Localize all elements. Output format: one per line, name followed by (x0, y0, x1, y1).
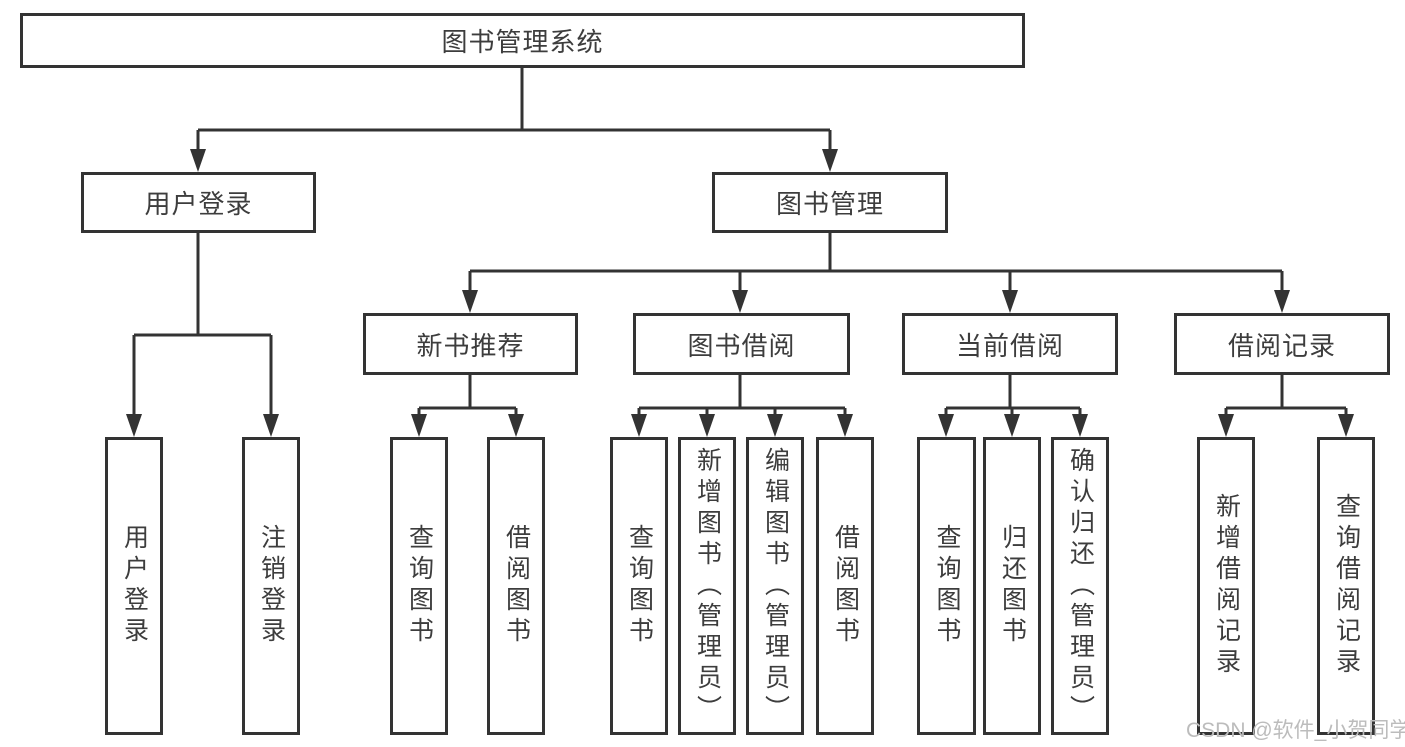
leaf-add-borrow-record: 新增借阅记录 (1197, 437, 1255, 735)
leaf-add-books-admin: 新增图书（管理员） (678, 437, 736, 735)
node-label: 用户登录 (120, 524, 149, 648)
node-label: 新书推荐 (416, 330, 525, 361)
node-root: 图书管理系统 (20, 13, 1025, 68)
node-book-management: 图书管理 (712, 172, 948, 233)
node-label: 借阅图书 (831, 524, 860, 648)
node-label: 新增图书（管理员） (693, 446, 722, 726)
node-label: 查询图书 (625, 524, 654, 648)
node-label: 借阅图书 (502, 524, 531, 648)
leaf-edit-books-admin: 编辑图书（管理员） (746, 437, 804, 735)
leaf-user-login: 用户登录 (105, 437, 163, 735)
node-label: 图书管理系统 (441, 27, 604, 57)
node-label: 注销登录 (257, 524, 286, 648)
leaf-query-borrow-record: 查询借阅记录 (1317, 437, 1375, 735)
node-label: 当前借阅 (955, 330, 1064, 361)
node-label: 查询图书 (405, 524, 434, 648)
leaf-return-books: 归还图书 (983, 437, 1041, 735)
leaf-borrow-books: 借阅图书 (816, 437, 874, 735)
leaf-confirm-return-admin: 确认归还（管理员） (1051, 437, 1109, 735)
leaf-borrow-books: 借阅图书 (487, 437, 545, 735)
node-new-book-recommend: 新书推荐 (363, 313, 578, 375)
leaf-query-books: 查询图书 (390, 437, 448, 735)
node-label: 归还图书 (998, 524, 1027, 648)
node-label: 查询借阅记录 (1332, 493, 1361, 679)
node-borrow-records: 借阅记录 (1174, 313, 1390, 375)
node-label: 确认归还（管理员） (1066, 446, 1095, 726)
node-current-borrow: 当前借阅 (902, 313, 1118, 375)
node-label: 查询图书 (933, 524, 961, 648)
csdn-watermark: CSDN @软件_小贺同学 (1186, 719, 1405, 742)
leaf-query-books: 查询图书 (610, 437, 668, 735)
node-user-login: 用户登录 (81, 172, 316, 233)
node-label: 新增借阅记录 (1212, 493, 1241, 679)
node-label: 编辑图书（管理员） (761, 446, 790, 726)
node-label: 图书管理 (775, 189, 884, 219)
leaf-query-books: 查询图书 (917, 437, 976, 735)
node-label: 用户登录 (144, 189, 253, 219)
node-label: 图书借阅 (687, 330, 796, 361)
leaf-logout: 注销登录 (242, 437, 300, 735)
node-label: 借阅记录 (1227, 330, 1336, 361)
node-book-borrow: 图书借阅 (633, 313, 850, 375)
